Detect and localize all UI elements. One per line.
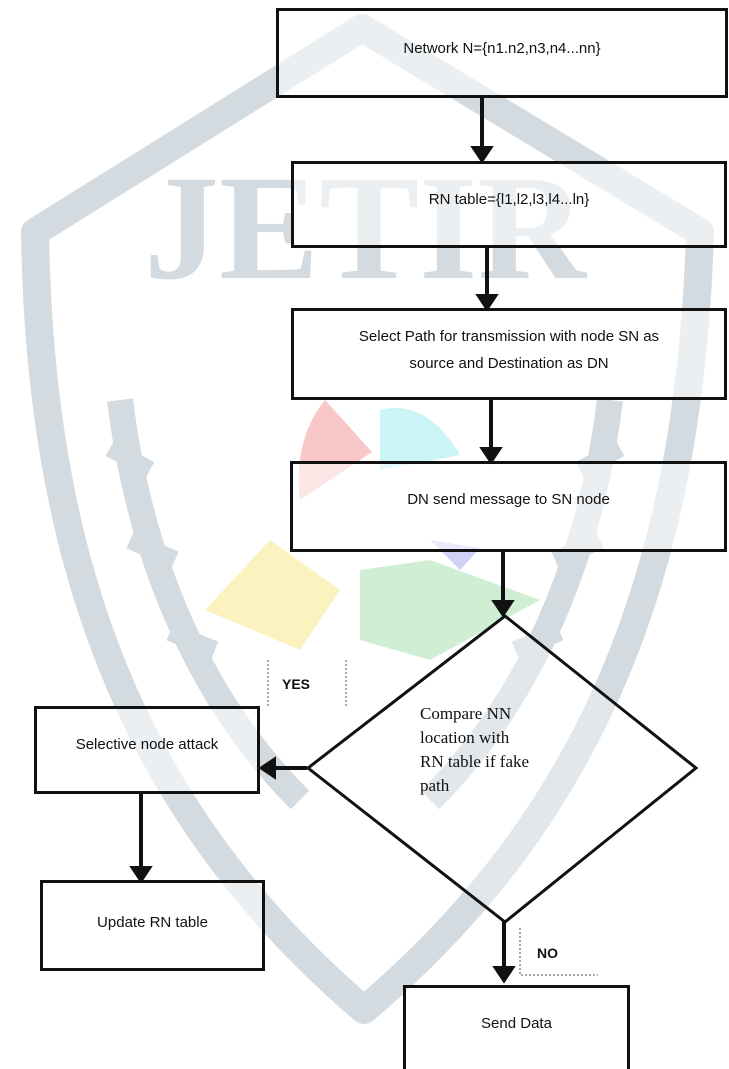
update-rn-node-label: Update RN table	[97, 914, 208, 931]
decision-diamond	[305, 614, 699, 924]
arrowhead-update-rn	[129, 866, 153, 884]
network-node-box: Network N={n1.n2,n3,n4...nn}	[276, 8, 728, 98]
arrowhead-select-path	[475, 294, 499, 312]
dn-send-node-label: DN send message to SN node	[407, 491, 610, 508]
network-node-label: Network N={n1.n2,n3,n4...nn}	[403, 40, 601, 57]
selective-attack-node-label: Selective node attack	[75, 736, 219, 753]
rn-table-node-label: RN table={l1,l2,l3,l4...ln}	[428, 191, 590, 208]
selective-attack-node-box: Selective node attack	[34, 706, 260, 794]
watermark-petal-cyan	[380, 408, 460, 470]
arrowhead-decision	[491, 600, 515, 618]
decision-label-line1: Compare NN	[420, 704, 512, 723]
decision-label-line3: RN table if fake	[420, 752, 530, 771]
decision-label-line2: location with	[420, 728, 510, 747]
watermark-leaf-left-1	[105, 440, 155, 478]
rn-table-node-box: RN table={l1,l2,l3,l4...ln}	[291, 161, 727, 248]
select-path-node-box: Select Path for transmission with node S…	[291, 308, 727, 400]
watermark-petal-green	[360, 560, 540, 660]
arrowhead-selective-attack	[258, 756, 276, 780]
watermark-leaf-left-2	[126, 531, 179, 569]
dn-send-node-box: DN send message to SN node	[290, 461, 727, 552]
arrowhead-send-data	[492, 966, 516, 984]
update-rn-node-box: Update RN table	[40, 880, 265, 971]
connectors	[129, 98, 516, 984]
no-label-frame	[519, 928, 598, 976]
send-data-node-label: Send Data	[481, 1015, 552, 1032]
watermark-petal-yellow	[205, 540, 340, 650]
select-path-label-line2: source and Destination as DN	[409, 355, 609, 372]
watermark-leaf-left-3	[166, 623, 219, 659]
yes-branch-label: YES	[282, 676, 311, 692]
decision-label-line4: path	[420, 776, 450, 795]
select-path-label-line1: Select Path for transmission with node S…	[358, 328, 660, 345]
arrowhead-dn-send	[479, 447, 503, 465]
arrowhead-rn-table	[470, 146, 494, 164]
decision-text: Compare NN location with RN table if fak…	[420, 702, 595, 798]
no-branch-label: NO	[537, 945, 558, 961]
send-data-node-box: Send Data	[403, 985, 630, 1069]
